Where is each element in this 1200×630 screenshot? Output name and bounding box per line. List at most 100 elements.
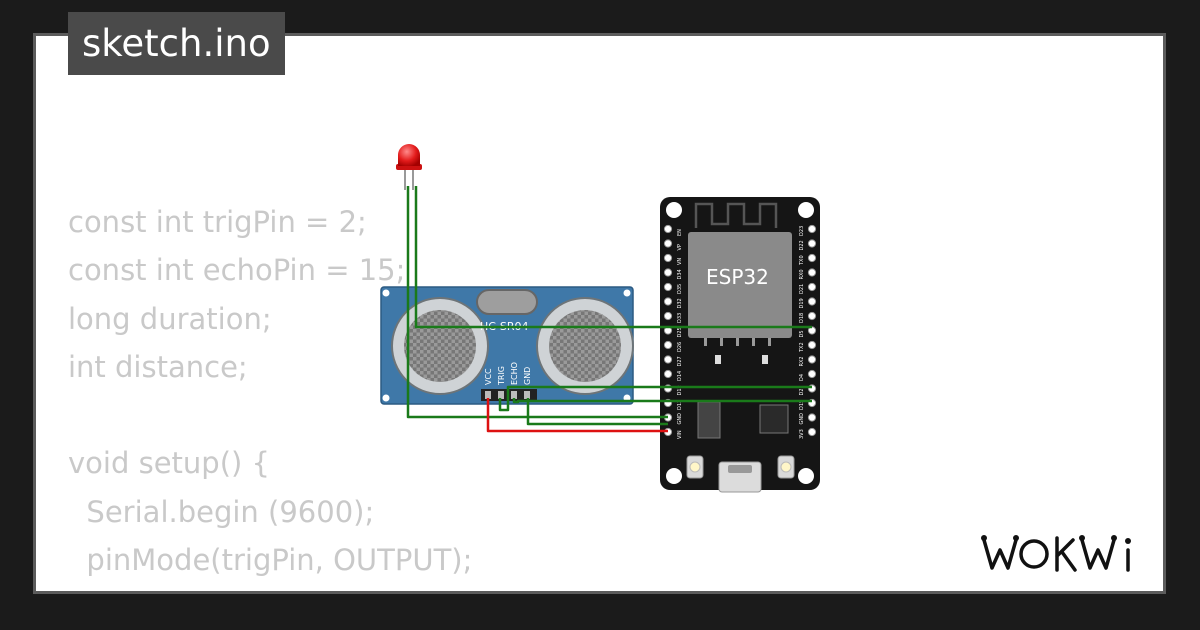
wire-echo-d15[interactable] xyxy=(512,398,812,404)
sensor-pin-label: GND xyxy=(523,367,532,385)
sketch-title-tab[interactable]: sketch.ino xyxy=(68,12,285,75)
micro-usb-slot xyxy=(728,465,752,473)
led-dome xyxy=(398,144,420,166)
esp32-pin[interactable] xyxy=(807,427,817,437)
esp32-pin[interactable] xyxy=(663,355,673,364)
esp32-pin[interactable] xyxy=(807,239,817,248)
wire-trig-d2[interactable] xyxy=(498,385,812,412)
boot-button[interactable] xyxy=(686,455,704,479)
esp32-module xyxy=(688,232,792,338)
esp32-pin[interactable] xyxy=(807,413,817,422)
esp32-pin[interactable] xyxy=(807,369,817,379)
esp32-pin[interactable] xyxy=(663,224,673,234)
diagram-card: const int trigPin = 2; const int echoPin … xyxy=(33,33,1166,594)
mount-hole xyxy=(382,394,390,402)
mount-hole xyxy=(666,202,682,218)
wire-led-d18[interactable] xyxy=(414,186,812,329)
esp32-pin-label: D35 xyxy=(677,284,683,294)
voltage-regulator xyxy=(697,401,721,439)
code-line: const int echoPin = 15; xyxy=(68,253,406,288)
mount-hole xyxy=(798,468,814,484)
module-pads xyxy=(704,338,771,346)
esp32-pin-label: TX2 xyxy=(799,342,805,353)
code-line: const int trigPin = 2; xyxy=(68,205,367,239)
esp32-pin-label: D34 xyxy=(677,269,683,279)
esp32-pin-label: GND xyxy=(799,413,805,425)
esp32-board[interactable]: ESP32 ENVPVND34D35D32D33D25D26D27D14D12D… xyxy=(660,197,820,493)
reset-button[interactable] xyxy=(777,455,795,479)
sensor-pin-label: VCC xyxy=(484,368,493,385)
led-icon[interactable] xyxy=(396,144,422,190)
transducer-left xyxy=(391,297,489,395)
esp32-pin[interactable] xyxy=(663,282,673,292)
board-label: ESP32 xyxy=(706,265,769,289)
code-line: int distance; xyxy=(68,349,248,384)
usb-uart-chip xyxy=(759,404,789,434)
code-line: Serial.begin (9600); xyxy=(68,494,375,529)
esp32-pin-label: D19 xyxy=(799,298,805,308)
esp32-pin[interactable] xyxy=(663,239,673,248)
esp32-pin[interactable] xyxy=(663,268,673,277)
esp32-pin[interactable] xyxy=(807,340,817,350)
esp32-pin-label: RX0 xyxy=(799,269,805,279)
sensor-pin-label: TRIG xyxy=(497,366,506,386)
esp32-pin-label: D13 xyxy=(677,400,683,410)
crystal-oscillator xyxy=(476,289,538,315)
esp32-pin-label: VP xyxy=(677,244,683,250)
code-preview: const int trigPin = 2; const int echoPin … xyxy=(68,198,473,591)
esp32-pin[interactable] xyxy=(663,253,673,263)
smd-component xyxy=(762,355,768,364)
mount-hole xyxy=(798,202,814,218)
esp32-pin-label: D2 xyxy=(799,388,805,395)
esp32-pin-label: D14 xyxy=(677,371,683,381)
esp32-pin-label: D27 xyxy=(677,356,683,366)
right-pin-header[interactable]: D23D22TX0RX0D21D19D18D5TX2RX2D4D2D15GND3… xyxy=(799,224,817,439)
sensor-pin[interactable] xyxy=(524,391,530,399)
sensor-pin[interactable] xyxy=(498,391,504,399)
esp32-pin-label: 3V3 xyxy=(799,429,805,439)
esp32-pin-label: D15 xyxy=(799,400,805,410)
esp32-pin[interactable] xyxy=(663,369,673,379)
code-line: pinMode(trigPin, OUTPUT); xyxy=(68,543,473,578)
esp32-pin[interactable] xyxy=(807,355,817,364)
mount-hole xyxy=(382,289,390,297)
esp32-pin-label: D4 xyxy=(799,374,805,381)
esp32-pin[interactable] xyxy=(663,297,673,306)
esp32-pin-label: D22 xyxy=(799,240,805,250)
esp32-pin[interactable] xyxy=(807,297,817,306)
esp32-pin[interactable] xyxy=(807,311,817,321)
wire-gnd[interactable] xyxy=(526,398,668,426)
esp32-pin[interactable] xyxy=(807,268,817,277)
esp32-pin-label: EN xyxy=(677,229,683,236)
esp32-pin-label: VIN xyxy=(677,430,683,439)
esp32-pin-label: D26 xyxy=(677,342,683,352)
esp32-pin[interactable] xyxy=(807,253,817,263)
esp32-pin-label: GND xyxy=(677,413,683,425)
esp32-pin-label: D5 xyxy=(799,330,805,337)
esp32-pin[interactable] xyxy=(807,224,817,234)
sensor-pin[interactable] xyxy=(511,391,517,399)
code-line: long duration; xyxy=(68,301,272,336)
esp32-pin-label: D25 xyxy=(677,327,683,337)
wire-vcc-vin[interactable] xyxy=(486,398,668,433)
wire-led-gnd[interactable] xyxy=(406,186,668,419)
esp32-pin[interactable] xyxy=(807,282,817,292)
esp32-pin[interactable] xyxy=(663,311,673,321)
esp32-pin-label: D23 xyxy=(799,226,805,236)
esp32-pin[interactable] xyxy=(663,340,673,350)
wokwi-logo xyxy=(981,535,1131,572)
esp32-pin-label: D12 xyxy=(677,385,683,395)
code-line: void setup() { xyxy=(68,446,270,481)
esp32-pin-label: TX0 xyxy=(799,255,805,266)
mount-hole xyxy=(666,468,682,484)
wires xyxy=(406,186,812,433)
esp32-pin-label: D32 xyxy=(677,298,683,308)
esp32-pin-label: D21 xyxy=(799,284,805,294)
antenna-trace xyxy=(694,202,778,228)
transducer-right xyxy=(536,297,634,395)
sensor-pin-label: ECHO xyxy=(510,362,519,385)
mount-hole xyxy=(623,289,631,297)
smd-component xyxy=(715,355,721,364)
sensor-pin[interactable] xyxy=(485,391,491,399)
